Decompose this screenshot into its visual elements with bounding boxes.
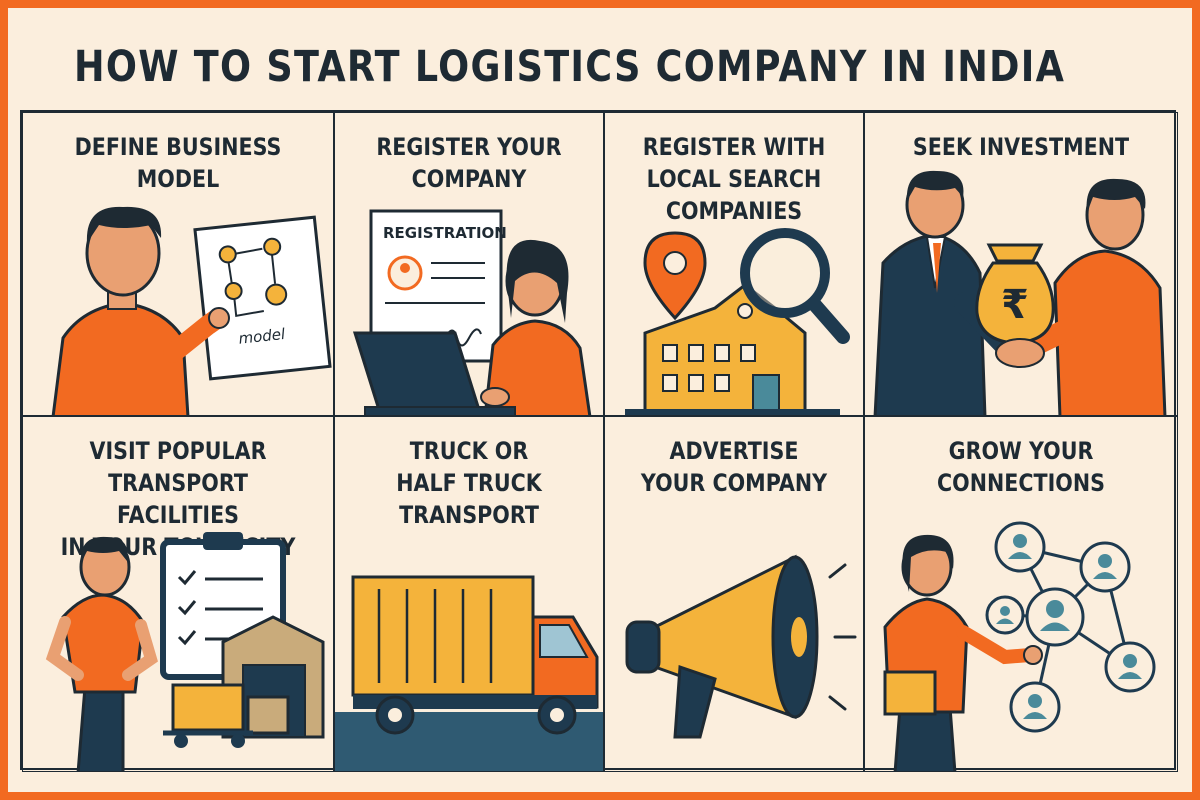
poster-frame: HOW TO START LOGISTICS COMPANY IN INDIA … xyxy=(8,8,1192,792)
step-visit-transport-facilities: VISIT POPULAR TRANSPORT FACILITIES IN YO… xyxy=(22,416,334,772)
step-register-local-search: REGISTER WITH LOCAL SEARCH COMPANIES xyxy=(604,112,864,416)
step-title: REGISTER YOUR COMPANY xyxy=(376,133,562,193)
truck-icon xyxy=(335,575,603,771)
step-seek-investment: SEEK INVESTMENT ₹ xyxy=(864,112,1178,416)
man-pointing-at-flowchart-icon: model xyxy=(51,206,332,415)
rupee-symbol: ₹ xyxy=(1001,282,1029,328)
step-title: REGISTER WITH LOCAL SEARCH COMPANIES xyxy=(642,133,826,225)
step-advertise-company: ADVERTISE YOUR COMPANY xyxy=(604,416,864,772)
step-register-company: REGISTER YOUR COMPANY REGISTRATION xyxy=(334,112,604,416)
step-truck-transport: TRUCK OR HALF TRUCK TRANSPORT xyxy=(334,416,604,772)
steps-grid: DEFINE BUSINESS MODEL model xyxy=(20,110,1178,772)
step-define-business-model: DEFINE BUSINESS MODEL model xyxy=(22,112,334,416)
step-title: ADVERTISE YOUR COMPANY xyxy=(640,437,828,497)
poster-title: HOW TO START LOGISTICS COMPANY IN INDIA xyxy=(74,42,1066,92)
megaphone-icon xyxy=(625,554,857,739)
form-heading: REGISTRATION xyxy=(383,224,507,242)
step-title: TRUCK OR HALF TRUCK TRANSPORT xyxy=(396,437,542,529)
step-title: DEFINE BUSINESS MODEL xyxy=(74,133,282,193)
woman-laptop-registration-form-icon: REGISTRATION xyxy=(352,209,592,415)
location-pin-building-magnifier-icon xyxy=(625,228,850,415)
board-caption: model xyxy=(238,325,287,348)
man-clipboard-warehouse-icon xyxy=(45,532,325,771)
handshake-money-bag-icon: ₹ xyxy=(873,170,1167,415)
woman-network-icon xyxy=(883,521,1156,771)
step-grow-connections: GROW YOUR CONNECTIONS xyxy=(864,416,1178,772)
step-title: SEEK INVESTMENT xyxy=(912,133,1130,161)
step-title: GROW YOUR CONNECTIONS xyxy=(937,437,1105,497)
